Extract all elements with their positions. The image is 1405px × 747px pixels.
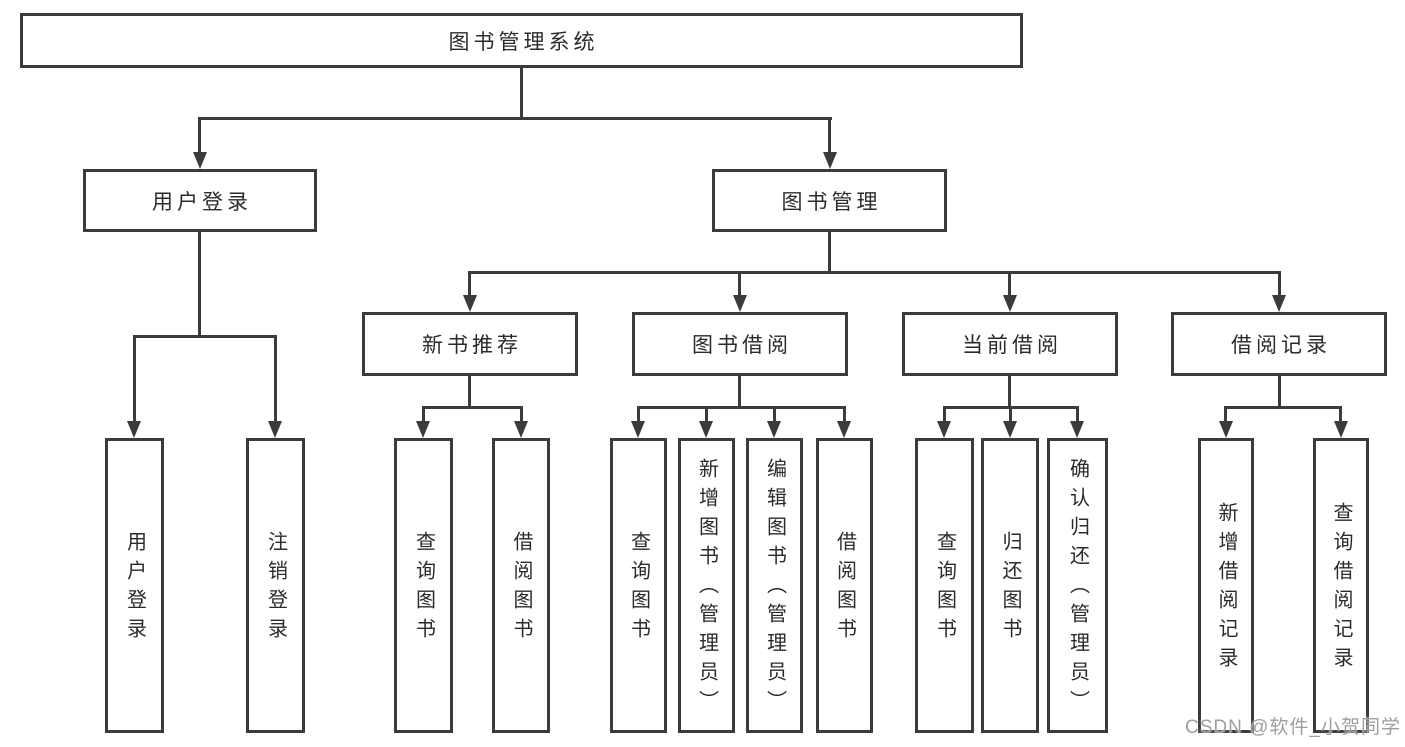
arrow-down-icon — [514, 421, 528, 438]
arrow-down-icon — [733, 295, 747, 312]
connector-stem — [1278, 271, 1281, 298]
node-book-borrowing: 图书借阅 — [632, 312, 848, 376]
leaf-return-books: 归还图书 — [981, 438, 1039, 733]
connector-stem — [828, 232, 831, 274]
arrow-down-icon — [1219, 421, 1233, 438]
arrow-down-icon — [631, 421, 645, 438]
connector-stem — [843, 406, 846, 424]
connector-stem — [1224, 406, 1227, 424]
connector-stem — [1009, 406, 1012, 424]
leaf-user-login: 用户登录 — [105, 438, 164, 733]
node-root: 图书管理系统 — [20, 13, 1023, 68]
leaf-query-books-recommend: 查询图书 — [394, 438, 453, 733]
leaf-add-borrow-record: 新增借阅记录 — [1198, 438, 1254, 733]
arrow-down-icon — [699, 421, 713, 438]
arrow-down-icon — [268, 421, 282, 438]
arrow-down-icon — [1334, 421, 1348, 438]
connector-stem — [705, 406, 708, 424]
connector-stem — [773, 406, 776, 424]
leaf-edit-books-admin: 编辑图书（管理员） — [746, 438, 803, 733]
connector-stem — [943, 406, 946, 424]
connector-stem — [1008, 376, 1011, 409]
arrow-down-icon — [1070, 421, 1084, 438]
leaf-query-books-borrowing: 查询图书 — [610, 438, 667, 733]
connector-stem — [1339, 406, 1342, 424]
connector-stem — [520, 406, 523, 424]
connector-bar — [422, 406, 523, 409]
arrow-down-icon — [1272, 295, 1286, 312]
arrow-down-icon — [463, 295, 477, 312]
connector-stem — [1278, 376, 1281, 409]
connector-stem — [198, 232, 201, 338]
node-new-book-recommend: 新书推荐 — [362, 312, 578, 376]
leaf-query-books-current: 查询图书 — [915, 438, 974, 733]
arrow-down-icon — [1003, 295, 1017, 312]
leaf-query-borrow-record: 查询借阅记录 — [1313, 438, 1369, 733]
arrow-down-icon — [127, 421, 141, 438]
connector-stem — [468, 271, 471, 298]
connector-bar — [133, 335, 277, 338]
leaf-add-books-admin: 新增图书（管理员） — [678, 438, 735, 733]
node-borrowing-records: 借阅记录 — [1171, 312, 1387, 376]
connector-level3-bar — [468, 271, 1281, 274]
connector-stem — [274, 335, 277, 424]
connector-level2-bar — [198, 117, 832, 120]
arrow-down-icon — [767, 421, 781, 438]
node-current-borrowing: 当前借阅 — [902, 312, 1118, 376]
connector-stem — [738, 271, 741, 298]
connector-stem — [1076, 406, 1079, 424]
connector-bar — [1224, 406, 1342, 409]
arrow-down-icon — [416, 421, 430, 438]
connector-stem — [133, 335, 136, 424]
connector-stem — [468, 376, 471, 409]
connector-stem — [198, 117, 201, 155]
connector-stem — [422, 406, 425, 424]
connector-bar — [637, 406, 846, 409]
connector-stem — [637, 406, 640, 424]
node-user-login: 用户登录 — [83, 169, 317, 232]
leaf-borrow-books: 借阅图书 — [816, 438, 873, 733]
arrow-down-icon — [193, 152, 207, 169]
node-book-management: 图书管理 — [712, 169, 947, 232]
leaf-borrow-books-recommend: 借阅图书 — [492, 438, 550, 733]
arrow-down-icon — [1003, 421, 1017, 438]
connector-stem — [828, 117, 831, 155]
arrow-down-icon — [937, 421, 951, 438]
leaf-logout: 注销登录 — [246, 438, 305, 733]
connector-root-stem — [520, 68, 523, 117]
csdn-watermark: CSDN @软件_小贺同学 — [1185, 717, 1401, 738]
arrow-down-icon — [823, 152, 837, 169]
leaf-confirm-return-admin: 确认归还（管理员） — [1047, 438, 1108, 733]
connector-stem — [1008, 271, 1011, 298]
connector-stem — [738, 376, 741, 409]
arrow-down-icon — [837, 421, 851, 438]
